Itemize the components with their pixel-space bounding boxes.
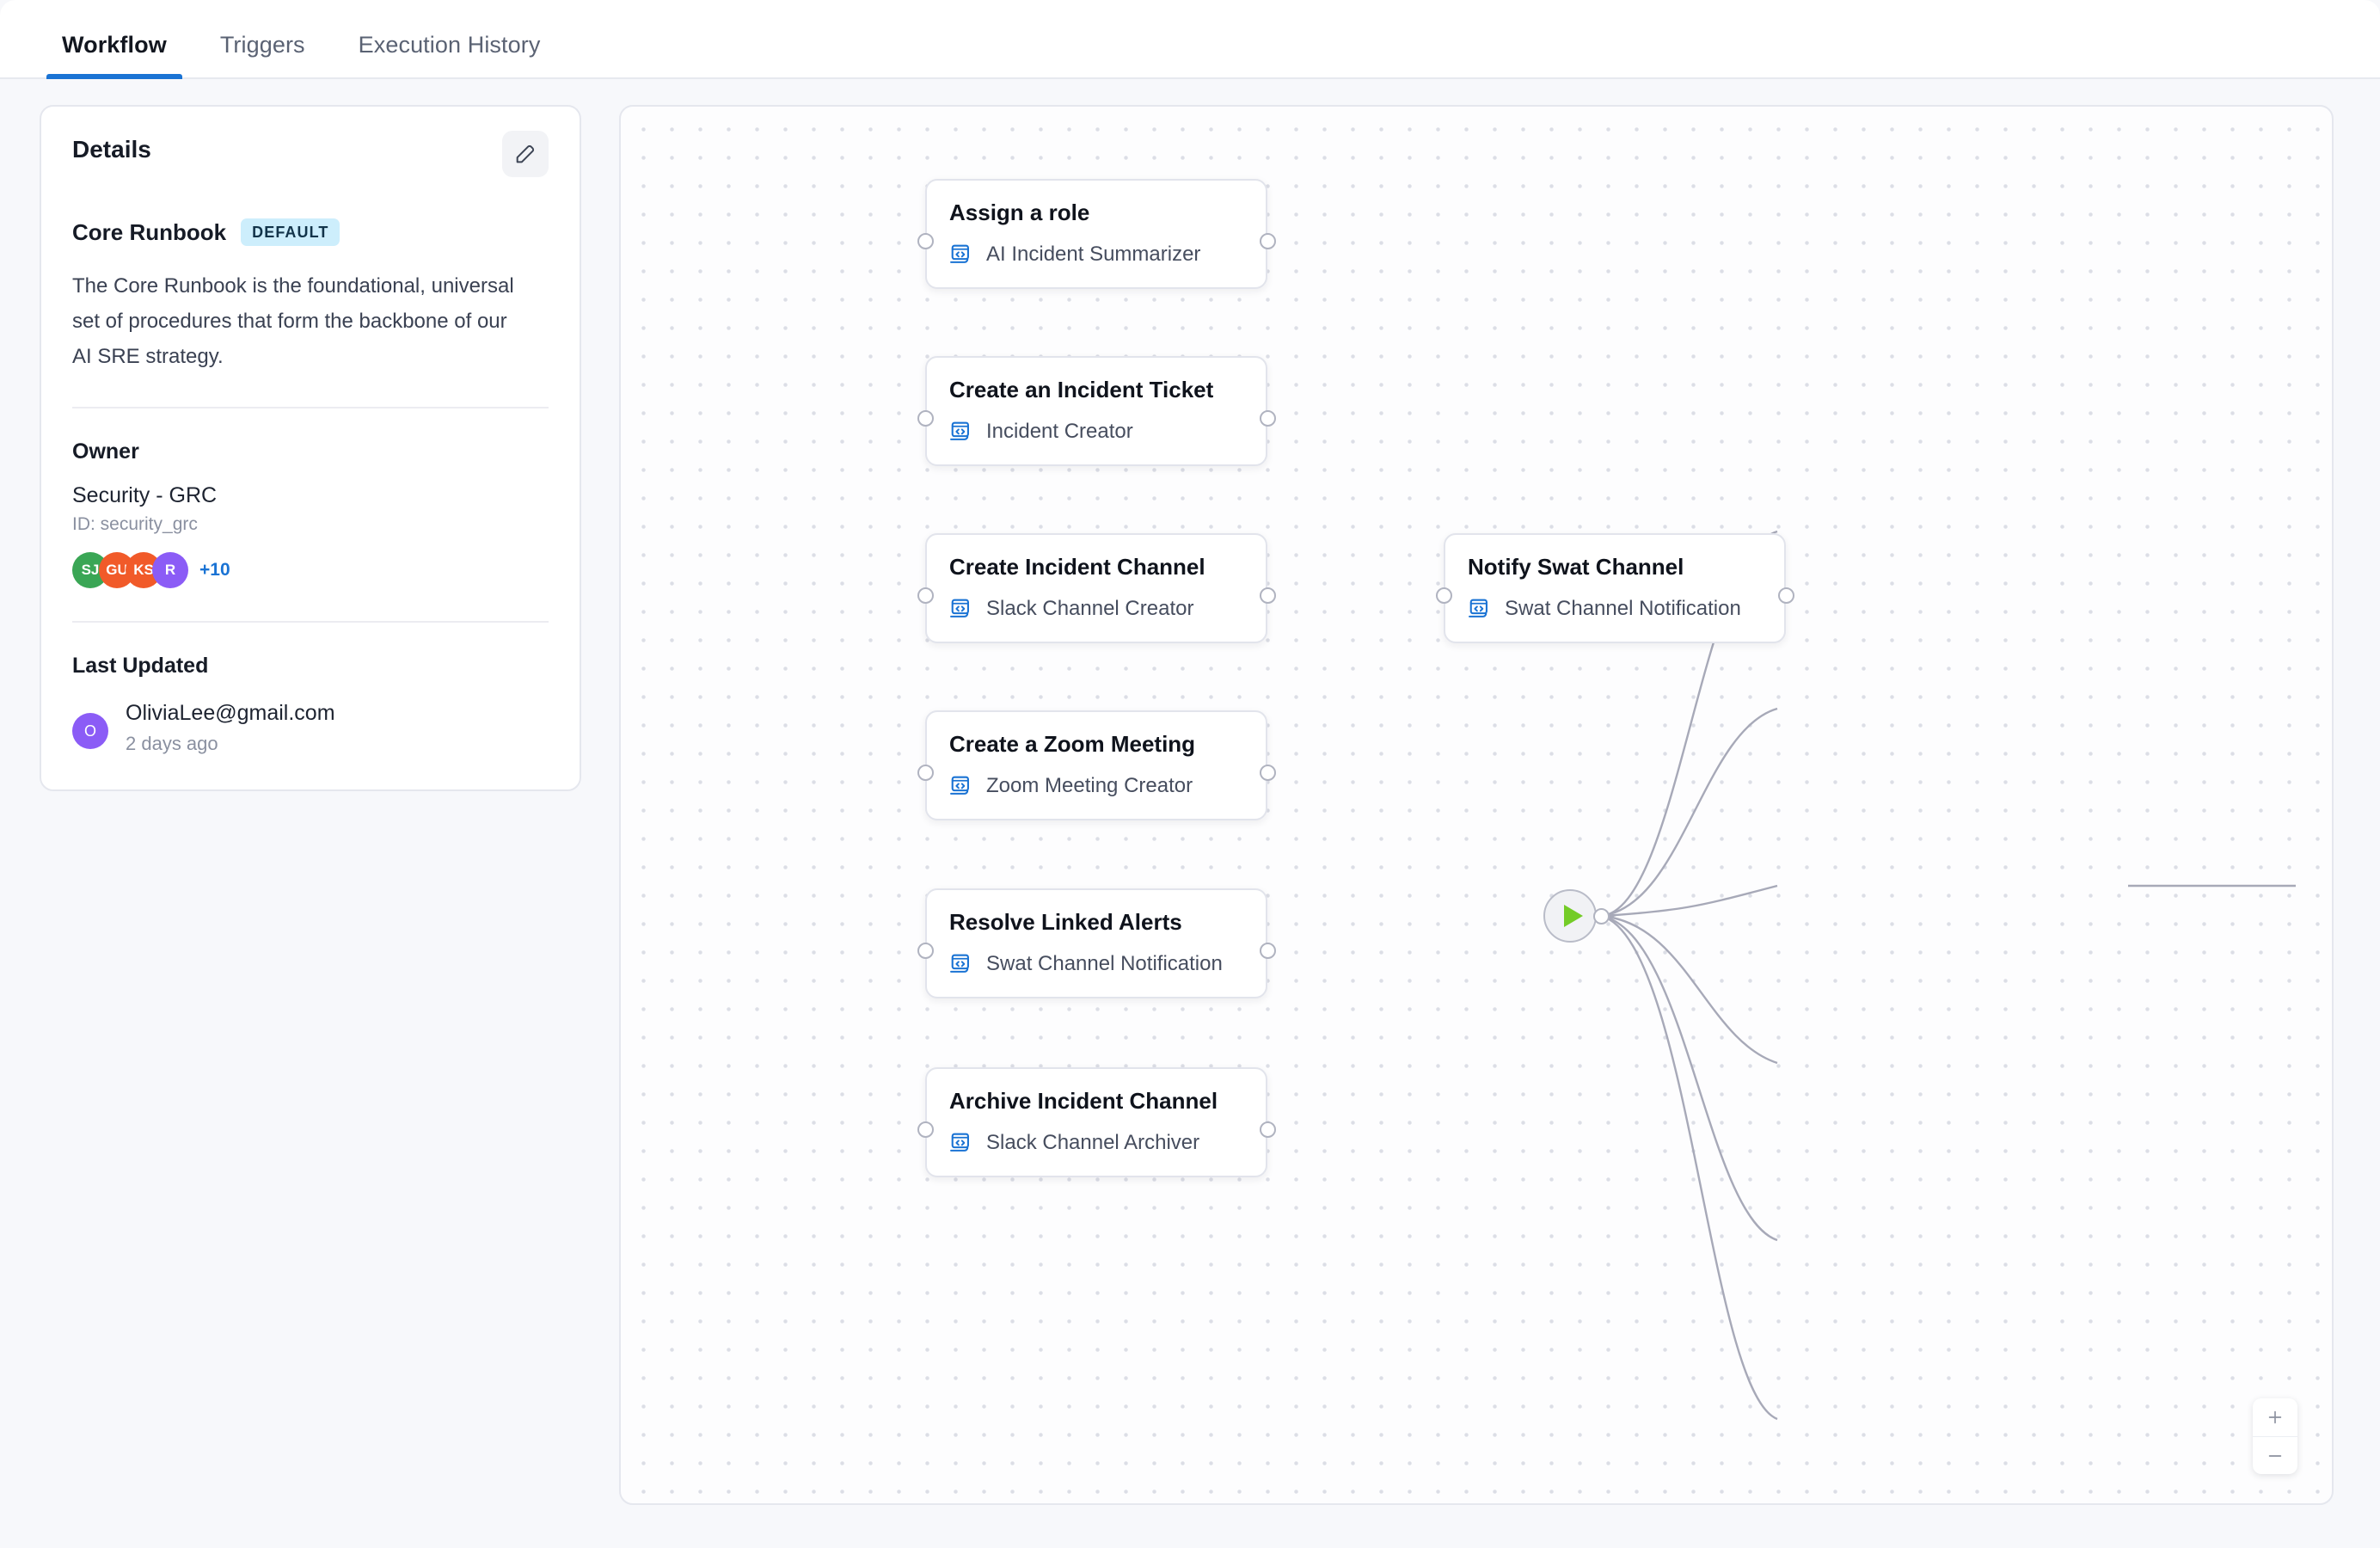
- node-target-handle[interactable]: [917, 765, 934, 781]
- code-script-icon: [950, 244, 969, 263]
- node-subtitle: Zoom Meeting Creator: [986, 774, 1193, 797]
- code-script-icon: [950, 1133, 969, 1152]
- last-updated-time: 2 days ago: [126, 733, 218, 754]
- avatar: O: [72, 713, 108, 749]
- node-source-handle[interactable]: [1260, 765, 1276, 781]
- node-source-handle[interactable]: [1260, 1121, 1276, 1138]
- node-subtitle: Swat Channel Notification: [986, 952, 1223, 975]
- node-target-handle[interactable]: [917, 410, 934, 427]
- node-subtitle: Slack Channel Creator: [986, 597, 1194, 620]
- start-node[interactable]: [1543, 889, 1597, 943]
- node-source-handle[interactable]: [1260, 943, 1276, 959]
- node-title: Resolve Linked Alerts: [949, 909, 1182, 935]
- minus-icon: [2268, 1454, 2282, 1457]
- code-script-icon: [950, 599, 969, 617]
- tab-workflow-label: Workflow: [62, 32, 167, 58]
- plus-icon: [2268, 1410, 2282, 1424]
- node-source-handle[interactable]: [1260, 233, 1276, 249]
- last-updated-section-label: Last Updated: [72, 654, 209, 678]
- node-subtitle-row: Swat Channel Notification: [1468, 597, 1762, 621]
- page-title: Details: [72, 136, 151, 163]
- zoom-controls: [2253, 1398, 2297, 1474]
- node-subtitle: Swat Channel Notification: [1505, 597, 1741, 620]
- workflow-node[interactable]: Create a Zoom Meeting Zoom Meeting Creat…: [925, 710, 1267, 820]
- tab-triggers[interactable]: Triggers: [205, 32, 321, 77]
- node-subtitle-row: Swat Channel Notification: [949, 952, 1243, 976]
- workflow-canvas[interactable]: Assign a role AI Incident Summarizer Cre…: [619, 105, 2334, 1505]
- owner-section-label: Owner: [72, 439, 139, 464]
- runbook-description: The Core Runbook is the foundational, un…: [72, 274, 514, 368]
- play-icon: [1563, 905, 1583, 927]
- top-tab-bar: Workflow Triggers Execution History: [0, 0, 2380, 79]
- node-title: Create an Incident Ticket: [949, 377, 1214, 402]
- node-subtitle-row: Slack Channel Creator: [949, 597, 1243, 621]
- runbook-title-row: Core Runbook DEFAULT: [72, 218, 549, 246]
- code-script-icon: [950, 954, 969, 973]
- zoom-out-button[interactable]: [2253, 1436, 2297, 1474]
- node-subtitle: Incident Creator: [986, 420, 1133, 443]
- node-subtitle-row: Slack Channel Archiver: [949, 1131, 1243, 1155]
- runbook-name: Core Runbook: [72, 218, 227, 245]
- node-target-handle[interactable]: [917, 943, 934, 959]
- workflow-edges: [1599, 530, 2296, 1421]
- workflow-node[interactable]: Notify Swat Channel Swat Channel Notific…: [1444, 533, 1786, 643]
- code-script-icon: [950, 421, 969, 440]
- workflow-node[interactable]: Create an Incident Ticket Incident Creat…: [925, 356, 1267, 466]
- zoom-in-button[interactable]: [2253, 1398, 2297, 1436]
- node-subtitle-row: AI Incident Summarizer: [949, 243, 1243, 267]
- status-badge: DEFAULT: [241, 218, 340, 246]
- node-source-handle[interactable]: [1260, 587, 1276, 604]
- node-target-handle[interactable]: [1436, 587, 1452, 604]
- tab-triggers-label: Triggers: [219, 32, 305, 58]
- owner-avatar-group: SJ GU KS R +10: [72, 552, 549, 588]
- node-source-handle[interactable]: [1260, 410, 1276, 427]
- workflow-node[interactable]: Assign a role AI Incident Summarizer: [925, 179, 1267, 289]
- last-updated-info: OliviaLee@gmail.com 2 days ago: [126, 701, 335, 755]
- details-panel: Details Core Runbook DEFAULT The Core Ru…: [40, 105, 581, 791]
- node-target-handle[interactable]: [917, 587, 934, 604]
- tab-workflow[interactable]: Workflow: [46, 32, 182, 79]
- node-subtitle-row: Incident Creator: [949, 420, 1243, 444]
- avatar[interactable]: R: [152, 552, 188, 588]
- pencil-icon: [516, 144, 535, 163]
- divider-1: [72, 407, 549, 408]
- details-header: Details: [72, 131, 549, 177]
- node-subtitle: AI Incident Summarizer: [986, 243, 1201, 266]
- workflow-node[interactable]: Archive Incident Channel Slack Channel A…: [925, 1067, 1267, 1177]
- node-subtitle-row: Zoom Meeting Creator: [949, 774, 1243, 798]
- tab-execution-history[interactable]: Execution History: [343, 32, 556, 77]
- node-title: Create Incident Channel: [949, 554, 1205, 580]
- code-script-icon: [950, 776, 969, 795]
- start-node-source-handle[interactable]: [1593, 908, 1610, 924]
- node-title: Create a Zoom Meeting: [949, 731, 1196, 757]
- code-script-icon: [1469, 599, 1488, 617]
- avatar-overflow-count[interactable]: +10: [199, 560, 230, 580]
- edit-details-button[interactable]: [502, 131, 549, 177]
- node-title: Archive Incident Channel: [949, 1088, 1218, 1114]
- node-title: Assign a role: [949, 200, 1090, 225]
- tab-execution-history-label: Execution History: [358, 32, 541, 58]
- workflow-node[interactable]: Resolve Linked Alerts Swat Channel Notif…: [925, 888, 1267, 998]
- node-title: Notify Swat Channel: [1468, 554, 1684, 580]
- node-target-handle[interactable]: [917, 233, 934, 249]
- divider-2: [72, 621, 549, 623]
- node-subtitle: Slack Channel Archiver: [986, 1131, 1200, 1154]
- workflow-node[interactable]: Create Incident Channel Slack Channel Cr…: [925, 533, 1267, 643]
- last-updated-row: O OliviaLee@gmail.com 2 days ago: [72, 701, 549, 755]
- node-source-handle[interactable]: [1778, 587, 1794, 604]
- last-updated-email: OliviaLee@gmail.com: [126, 701, 335, 725]
- owner-id: ID: security_grc: [72, 514, 198, 534]
- owner-name: Security - GRC: [72, 483, 218, 507]
- node-target-handle[interactable]: [917, 1121, 934, 1138]
